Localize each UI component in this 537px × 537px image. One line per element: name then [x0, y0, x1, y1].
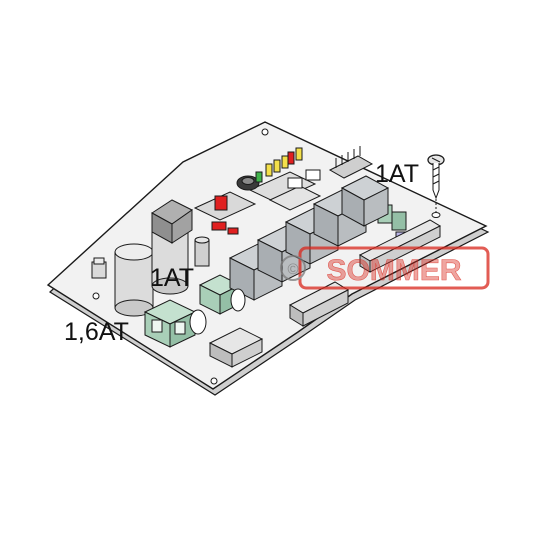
fuse-label-top-right: 1AT [375, 160, 419, 188]
capacitor-left [114, 243, 154, 317]
red-components [211, 195, 239, 235]
watermark-logo: © SOMMER [280, 246, 490, 290]
potentiometer [236, 175, 260, 191]
pin-header [328, 146, 374, 179]
dip-switches [287, 169, 321, 189]
terminal-left-edge [91, 257, 107, 279]
capacitor-small [194, 236, 210, 267]
screw-icon [427, 154, 445, 218]
terminal-strip-front [288, 281, 350, 327]
fuse-label-left: 1,6AT [64, 318, 129, 346]
svg-text:©: © [287, 261, 298, 278]
fuse-holder-middle [230, 288, 246, 312]
relay-5 [340, 175, 390, 227]
fuse-holder-left [189, 309, 207, 335]
green-terminal-left [143, 299, 197, 348]
terminal-strip-bottom [208, 327, 264, 368]
watermark-text: SOMMER [327, 254, 462, 287]
fuse-label-middle: 1AT [150, 264, 194, 292]
status-leds [255, 147, 303, 183]
transformer [151, 199, 193, 244]
